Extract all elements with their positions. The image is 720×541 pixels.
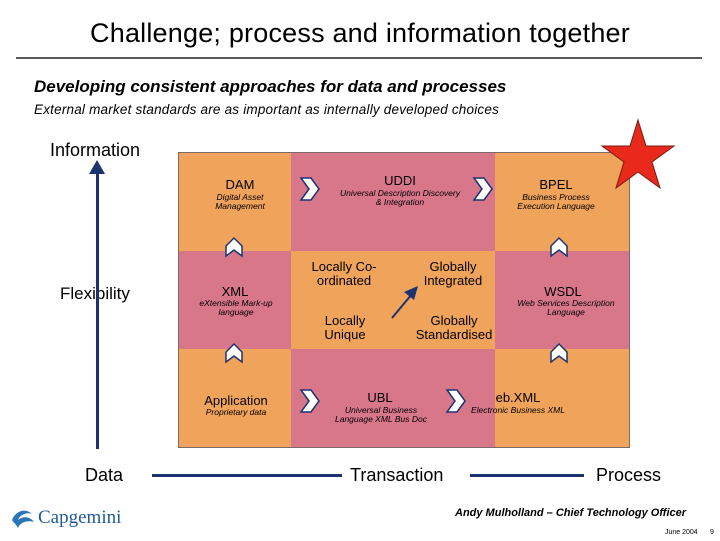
axis-label-information: Information — [50, 140, 141, 160]
axis-label-transaction: Transaction — [350, 465, 444, 485]
subtitle: Developing consistent approaches for dat… — [34, 77, 507, 96]
application-desc: Proprietary data — [205, 407, 267, 417]
logo-text: Capgemini — [38, 507, 122, 528]
ebxml-desc: Electronic Business XML — [470, 405, 565, 415]
arrow-up-icon — [550, 342, 568, 364]
arrow-right-icon — [445, 389, 466, 413]
cell-mid-middle — [291, 251, 495, 349]
uddi-desc: Universal Description Discovery & Integr… — [340, 188, 460, 207]
company-logo: Capgemini — [8, 506, 158, 541]
arrow-up-icon — [550, 236, 568, 258]
page-number: 9 — [710, 529, 714, 536]
diagonal-arrow-line — [391, 293, 413, 319]
locally-unique-label: Locally Unique — [324, 313, 366, 342]
axis-label-data: Data — [85, 465, 124, 485]
axis-label-flexibility: Flexibility — [60, 284, 130, 303]
bpel-label: BPEL — [539, 177, 573, 192]
arrow-up-icon — [225, 236, 243, 258]
footer-date: June 2004 — [665, 529, 698, 536]
ubl-label: UBL — [367, 390, 393, 405]
subtitle-secondary: External market standards are as importa… — [34, 102, 500, 117]
cell-bottom-right — [495, 349, 629, 447]
axis-label-process: Process — [596, 465, 662, 485]
dam-label: DAM — [225, 177, 255, 192]
application-label: Application — [204, 393, 268, 408]
cell-mid-right — [495, 251, 629, 349]
diagonal-arrowhead-icon — [404, 286, 418, 300]
ubl-desc: Universal Business Language XML Bus Doc — [335, 405, 427, 424]
cell-mid-left — [179, 251, 291, 349]
uddi-label: UDDI — [384, 173, 416, 188]
horizontal-axis-line-right — [470, 474, 584, 477]
vertical-axis-line — [96, 167, 99, 449]
arrow-right-icon — [472, 177, 493, 201]
wsdl-label: WSDL — [544, 284, 582, 299]
wsdl-desc: Web Services Description Language — [517, 298, 615, 317]
ebxml-label: eb.XML — [495, 390, 541, 405]
author-credit: Andy Mulholland – Chief Technology Offic… — [455, 507, 687, 519]
logo-icon — [12, 510, 34, 528]
dam-desc: Digital Asset Management — [215, 192, 265, 211]
matrix-grid — [178, 152, 630, 448]
cell-top-middle — [291, 153, 495, 251]
cell-top-left — [179, 153, 291, 251]
globally-standardised-label: Globally Standardised — [415, 313, 493, 342]
arrow-right-icon — [299, 389, 320, 413]
star-icon — [600, 118, 676, 190]
xml-desc: eXtensible Mark-up language — [199, 298, 273, 317]
globally-integrated-label: Globally Integrated — [423, 259, 483, 288]
page-title: Challenge; process and information toget… — [90, 18, 630, 48]
arrow-right-icon — [299, 177, 320, 201]
xml-label: XML — [221, 284, 249, 299]
cell-bottom-left — [179, 349, 291, 447]
bpel-desc: Business Process Execution Language — [517, 192, 595, 211]
locally-coordinated-label: Locally Co-ordinated — [311, 259, 377, 288]
horizontal-axis-line-left — [152, 474, 342, 477]
arrow-up-icon — [225, 342, 243, 364]
cell-top-right — [495, 153, 629, 251]
title-divider — [16, 57, 702, 59]
